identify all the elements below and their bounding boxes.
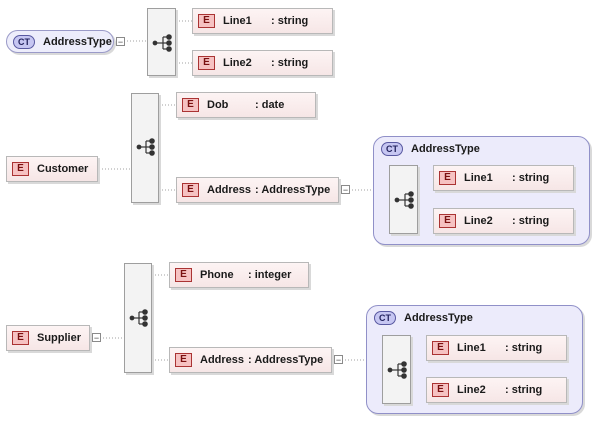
sequence-compositor-icon <box>129 309 148 327</box>
element-phone[interactable]: E Phone : integer <box>169 262 309 288</box>
complex-type-badge: CT <box>13 34 35 49</box>
element-type: : string <box>271 15 309 27</box>
complex-type-badge: CT <box>381 142 403 156</box>
element-type: : date <box>255 99 285 111</box>
element-name: Line1 <box>457 342 486 354</box>
sequence-compositor[interactable] <box>131 93 159 203</box>
minus-icon[interactable]: − <box>341 185 350 195</box>
element-type: : AddressType <box>248 354 324 366</box>
element-badge: E <box>432 383 449 397</box>
element-badge: E <box>439 214 456 228</box>
element-badge: E <box>198 14 215 28</box>
element-line1[interactable]: E Line1 : string <box>433 165 574 191</box>
element-name: Line2 <box>457 384 486 396</box>
element-type: : AddressType <box>255 184 331 196</box>
element-line2[interactable]: E Line2 : string <box>433 208 574 234</box>
element-badge: E <box>182 98 199 112</box>
element-name: Customer <box>37 163 89 175</box>
element-type: : integer <box>248 269 292 281</box>
element-line2[interactable]: E Line2 : string <box>426 377 567 403</box>
element-name: Address <box>200 354 245 366</box>
sequence-compositor-icon <box>387 361 407 379</box>
sequence-compositor[interactable] <box>389 165 418 234</box>
element-customer[interactable]: E Customer <box>6 156 98 182</box>
element-badge: E <box>12 331 29 345</box>
element-badge: E <box>439 171 456 185</box>
element-name: Line2 <box>464 215 493 227</box>
element-name: Line2 <box>223 57 252 69</box>
element-badge: E <box>432 341 449 355</box>
element-line1[interactable]: E Line1 : string <box>426 335 567 361</box>
element-name: Dob <box>207 99 229 111</box>
element-type: : string <box>505 384 543 396</box>
element-name: Phone <box>200 269 234 281</box>
complex-type-header: CT AddressType <box>374 311 473 325</box>
complex-type-name: AddressType <box>404 312 473 324</box>
element-line1[interactable]: E Line1 : string <box>192 8 333 34</box>
element-badge: E <box>198 56 215 70</box>
complex-type-addresstype[interactable]: CT AddressType <box>6 30 114 53</box>
sequence-compositor-icon <box>394 191 414 209</box>
complex-type-badge: CT <box>374 311 396 325</box>
element-name: Supplier <box>37 332 82 344</box>
element-type: : string <box>512 215 550 227</box>
complex-type-name: AddressType <box>43 35 112 48</box>
sequence-compositor[interactable] <box>382 335 411 404</box>
element-badge: E <box>175 353 192 367</box>
element-name: Line1 <box>223 15 252 27</box>
element-dob[interactable]: E Dob : date <box>176 92 316 118</box>
minus-icon[interactable]: − <box>334 355 343 365</box>
element-badge: E <box>12 162 29 176</box>
element-address[interactable]: E Address : AddressType <box>169 347 332 373</box>
element-supplier[interactable]: E Supplier <box>6 325 90 351</box>
sequence-compositor[interactable] <box>124 263 152 373</box>
complex-type-header: CT AddressType <box>381 142 480 156</box>
element-address[interactable]: E Address : AddressType <box>176 177 339 203</box>
complex-type-name: AddressType <box>411 143 480 155</box>
element-type: : string <box>271 57 309 69</box>
element-badge: E <box>175 268 192 282</box>
minus-icon[interactable]: − <box>116 37 125 47</box>
element-type: : string <box>512 172 550 184</box>
sequence-compositor-icon <box>136 138 155 156</box>
minus-icon[interactable]: − <box>92 333 101 343</box>
sequence-compositor[interactable] <box>147 8 176 76</box>
sequence-compositor-icon <box>152 34 172 52</box>
element-line2[interactable]: E Line2 : string <box>192 50 333 76</box>
element-name: Address <box>207 184 252 196</box>
element-type: : string <box>505 342 543 354</box>
element-badge: E <box>182 183 199 197</box>
element-name: Line1 <box>464 172 493 184</box>
